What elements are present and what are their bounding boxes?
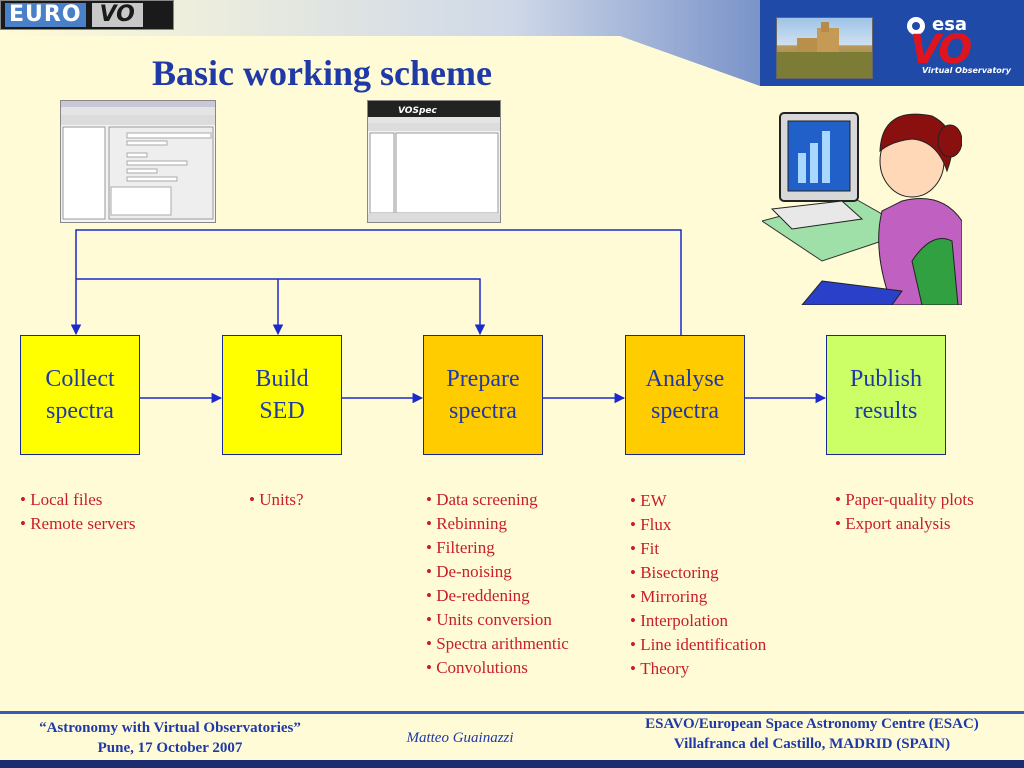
list-item: Rebinning bbox=[426, 512, 569, 536]
list-item: Spectra arithmentic bbox=[426, 632, 569, 656]
list-item: EW bbox=[630, 489, 766, 513]
footer-event: “Astronomy with Virtual Observatories” P… bbox=[0, 718, 340, 758]
step-label-line2: results bbox=[854, 398, 918, 424]
step-label-line2: spectra bbox=[449, 398, 517, 424]
vospec-screenshot: VOSpec bbox=[367, 100, 501, 223]
vospec-logo-text: VOSpec bbox=[398, 106, 437, 116]
list-item: Export analysis bbox=[835, 512, 974, 536]
footer-institution: ESAVO/European Space Astronomy Centre (E… bbox=[600, 714, 1024, 754]
spain-castle-photo bbox=[776, 17, 873, 79]
footer-divider bbox=[0, 711, 1024, 714]
prepare-list: Data screening Rebinning Filtering De-no… bbox=[426, 488, 569, 680]
footer-author: Matteo Guainazzi bbox=[406, 730, 514, 746]
step-label-line2: spectra bbox=[651, 398, 719, 424]
list-item: Local files bbox=[20, 488, 135, 512]
step-label-line1: Collect bbox=[45, 366, 115, 392]
footer-institution-location: Villafranca del Castillo, MADRID (SPAIN) bbox=[673, 736, 951, 752]
list-item: De-noising bbox=[426, 560, 569, 584]
footer-event-date: Pune, 17 October 2007 bbox=[97, 740, 243, 756]
step-label-line2: spectra bbox=[46, 398, 114, 424]
list-item: Fit bbox=[630, 537, 766, 561]
esa-vo-logo: esa VO Virtual Observatory bbox=[902, 14, 1018, 78]
person-at-computer-icon bbox=[762, 112, 962, 305]
list-item: Flux bbox=[630, 513, 766, 537]
list-item: Paper-quality plots bbox=[835, 488, 974, 512]
euro-vo-logo: EURO VO bbox=[0, 0, 174, 30]
spectra-app-screenshot bbox=[60, 100, 216, 223]
step-analyse-spectra: Analyse spectra bbox=[625, 335, 745, 455]
footer-institution-name: ESAVO/European Space Astronomy Centre (E… bbox=[645, 716, 979, 732]
step-label-line1: Publish bbox=[849, 366, 923, 392]
esa-logo-icon bbox=[907, 17, 925, 35]
vo-logo-subtitle: Virtual Observatory bbox=[922, 66, 1011, 75]
step-label-line2: SED bbox=[259, 398, 305, 424]
footer-event-title: “Astronomy with Virtual Observatories” bbox=[39, 720, 301, 736]
vo-logo-text: VO bbox=[910, 27, 972, 73]
list-item: Interpolation bbox=[630, 609, 766, 633]
list-item: Line identification bbox=[630, 633, 766, 657]
step-collect-spectra: Collect spectra bbox=[20, 335, 140, 455]
euro-vo-logo-part2: VO bbox=[91, 3, 143, 27]
list-item: Convolutions bbox=[426, 656, 569, 680]
bottom-bar bbox=[0, 760, 1024, 768]
list-item: Units? bbox=[249, 488, 303, 512]
collect-list: Local files Remote servers bbox=[20, 488, 135, 536]
slide-title: Basic working scheme bbox=[152, 53, 492, 93]
build-list: Units? bbox=[249, 488, 303, 512]
step-label-line1: Analyse bbox=[645, 366, 725, 392]
euro-vo-logo-part1: EURO bbox=[5, 3, 86, 27]
list-item: Mirroring bbox=[630, 585, 766, 609]
list-item: Data screening bbox=[426, 488, 569, 512]
analyse-list: EW Flux Fit Bisectoring Mirroring Interp… bbox=[630, 489, 766, 681]
step-label-line1: Prepare bbox=[446, 366, 520, 392]
list-item: De-reddening bbox=[426, 584, 569, 608]
list-item: Bisectoring bbox=[630, 561, 766, 585]
list-item: Filtering bbox=[426, 536, 569, 560]
step-prepare-spectra: Prepare spectra bbox=[423, 335, 543, 455]
list-item: Units conversion bbox=[426, 608, 569, 632]
step-label-line1: Build bbox=[255, 366, 309, 392]
list-item: Remote servers bbox=[20, 512, 135, 536]
publish-list: Paper-quality plots Export analysis bbox=[835, 488, 974, 536]
list-item: Theory bbox=[630, 657, 766, 681]
esa-logo-text: esa bbox=[932, 14, 968, 35]
step-publish-results: Publish results bbox=[826, 335, 946, 455]
